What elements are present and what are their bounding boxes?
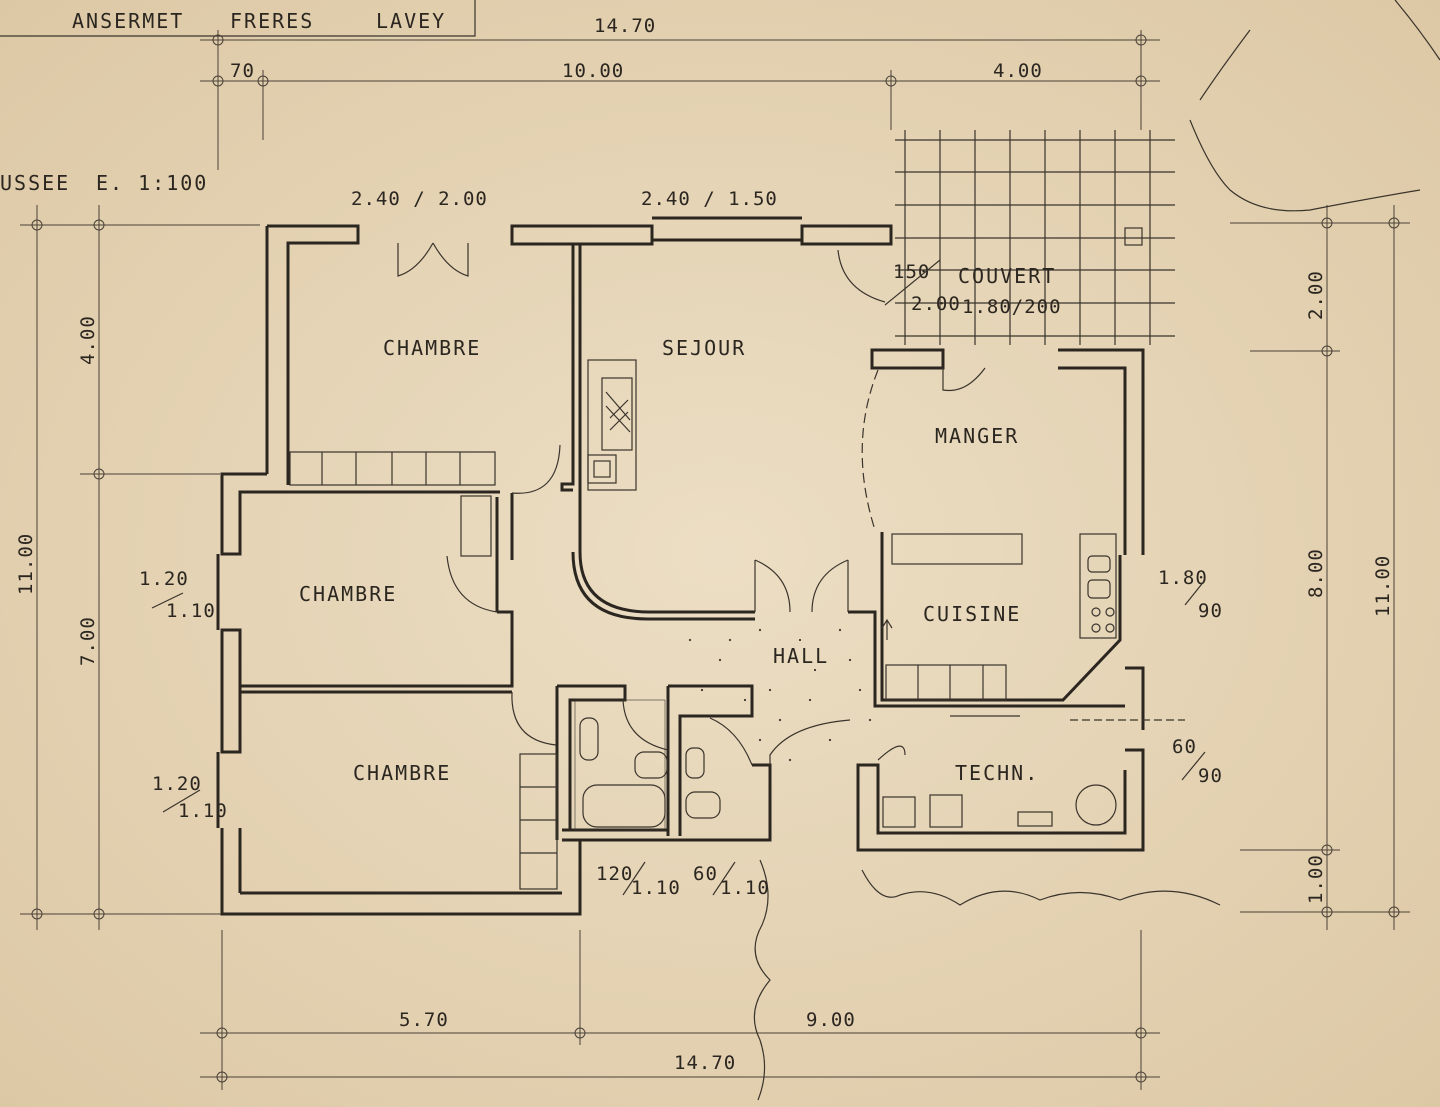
window-bath2-bottom: 1.10 xyxy=(720,877,770,899)
dim-right-b: 8.00 xyxy=(1305,548,1327,598)
dim-bottom-total: 14.70 xyxy=(674,1052,736,1074)
window-bath2-top: 60 xyxy=(693,863,718,885)
fireplace xyxy=(587,359,637,491)
couvert-door-bottom: 2.00 xyxy=(911,293,961,315)
bath-fixtures xyxy=(574,699,721,831)
title-name1: ANSERMET xyxy=(72,9,184,33)
dim-top-total: 14.70 xyxy=(594,15,656,37)
window-techn-bottom: 90 xyxy=(1198,765,1223,787)
scale-label: E. 1:100 xyxy=(96,171,208,195)
window-bath1-bottom: 1.10 xyxy=(631,877,681,899)
window-sejour-top: 2.40 / 1.50 xyxy=(641,188,778,210)
couvert-grid xyxy=(895,130,1175,345)
room-chambre-1: CHAMBRE xyxy=(383,336,481,360)
dim-left-lower: 7.00 xyxy=(77,616,99,666)
dim-right-a: 2.00 xyxy=(1305,270,1327,320)
window-left1-top: 1.20 xyxy=(139,568,189,590)
window-left2-bottom: 1.10 xyxy=(178,800,228,822)
room-manger: MANGER xyxy=(935,424,1019,448)
opening-labels: 2.40 / 2.00 2.40 / 1.50 150 2.00 1.80/20… xyxy=(139,188,1223,899)
dimension-lines xyxy=(20,30,1410,1090)
techn-equipment xyxy=(882,715,1185,828)
window-techn-top: 60 xyxy=(1172,736,1197,758)
dim-top-c: 4.00 xyxy=(993,60,1043,82)
landscape-marks xyxy=(753,0,1440,1101)
dim-right-total: 11.00 xyxy=(1372,555,1394,617)
room-sejour: SEJOUR xyxy=(662,336,746,360)
couvert-size: 1.80/200 xyxy=(962,296,1062,318)
dim-top-b: 10.00 xyxy=(562,60,624,82)
dim-bottom-a: 5.70 xyxy=(399,1009,449,1031)
dim-left-total: 11.00 xyxy=(15,533,37,595)
window-left1-bottom: 1.10 xyxy=(166,600,216,622)
room-couvert: COUVERT xyxy=(958,264,1056,288)
dim-right-c: 1.00 xyxy=(1305,854,1327,904)
level-label: USSEE xyxy=(0,171,70,195)
dim-top-a: 70 xyxy=(230,60,255,82)
dim-left-upper: 4.00 xyxy=(77,315,99,365)
door-swings xyxy=(397,242,986,766)
room-hall: HALL xyxy=(773,644,829,668)
window-chambre-top: 2.40 / 2.00 xyxy=(351,188,488,210)
hall-stipple xyxy=(688,628,872,762)
room-chambre-3: CHAMBRE xyxy=(353,761,451,785)
window-bath1-top: 120 xyxy=(596,863,633,885)
couvert-door-top: 150 xyxy=(893,261,930,283)
room-techn: TECHN. xyxy=(955,761,1039,785)
window-cuisine-top: 1.80 xyxy=(1158,567,1208,589)
cabinets xyxy=(289,451,1117,890)
title-block: ANSERMET FRERES LAVEY xyxy=(0,0,476,37)
title-name2: FRERES xyxy=(230,9,314,33)
title-place: LAVEY xyxy=(376,9,446,33)
window-cuisine-bottom: 90 xyxy=(1198,600,1223,622)
room-chambre-2: CHAMBRE xyxy=(299,582,397,606)
dimension-labels: 14.70 70 10.00 4.00 4.00 11.00 7.00 2.00… xyxy=(15,15,1394,1074)
entry-arrow xyxy=(881,618,893,640)
dim-bottom-b: 9.00 xyxy=(806,1009,856,1031)
room-cuisine: CUISINE xyxy=(923,602,1021,626)
room-labels: CHAMBRE SEJOUR MANGER CHAMBRE CUISINE HA… xyxy=(299,264,1056,785)
window-left2-top: 1.20 xyxy=(152,773,202,795)
